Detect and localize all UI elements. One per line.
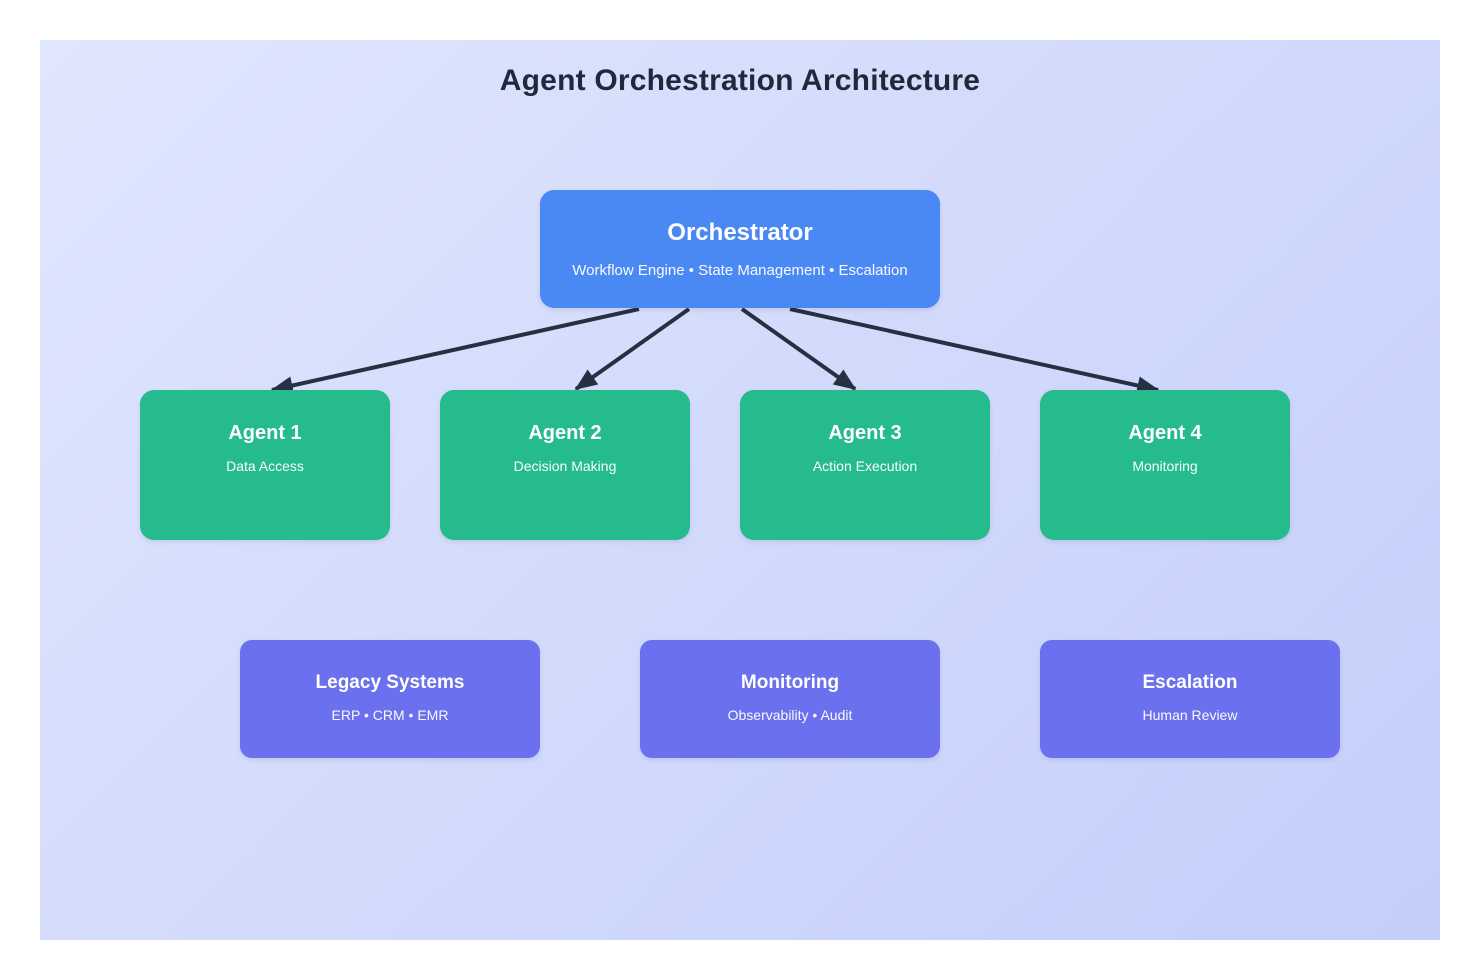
legacy-systems-subtitle: ERP • CRM • EMR bbox=[331, 707, 449, 723]
agent-2-box: Agent 2 Decision Making bbox=[440, 390, 690, 540]
escalation-title: Escalation bbox=[1142, 672, 1238, 693]
agent-4-subtitle: Monitoring bbox=[1132, 458, 1198, 474]
orchestrator-box: Orchestrator Workflow Engine • State Man… bbox=[540, 190, 940, 308]
arrow-orchestrator-to-agent-3 bbox=[740, 307, 857, 391]
arrow-orchestrator-to-agent-2 bbox=[574, 307, 691, 391]
agent-1-title: Agent 1 bbox=[228, 422, 302, 444]
agent-4-box: Agent 4 Monitoring bbox=[1040, 390, 1290, 540]
agent-4-title: Agent 4 bbox=[1128, 422, 1202, 444]
agent-3-box: Agent 3 Action Execution bbox=[740, 390, 990, 540]
agent-2-title: Agent 2 bbox=[528, 422, 602, 444]
system-box-escalation: Escalation Human Review bbox=[1040, 640, 1340, 758]
agent-2-subtitle: Decision Making bbox=[513, 458, 617, 474]
arrow-orchestrator-to-agent-4 bbox=[789, 307, 1160, 395]
diagram-canvas: Agent Orchestration Architecture Orchest… bbox=[40, 40, 1440, 940]
orchestrator-title: Orchestrator bbox=[667, 219, 813, 246]
diagram-title: Agent Orchestration Architecture bbox=[499, 64, 981, 97]
monitoring-subtitle: Observability • Audit bbox=[727, 707, 853, 723]
arrow-orchestrator-to-agent-1 bbox=[270, 307, 640, 395]
agent-3-subtitle: Action Execution bbox=[812, 458, 918, 474]
orchestrator-subtitle: Workflow Engine • State Management • Esc… bbox=[572, 262, 908, 279]
agent-3-title: Agent 3 bbox=[828, 422, 902, 444]
monitoring-title: Monitoring bbox=[740, 672, 840, 693]
legacy-systems-title: Legacy Systems bbox=[315, 672, 465, 693]
agent-1-subtitle: Data Access bbox=[226, 458, 304, 474]
agent-1-box: Agent 1 Data Access bbox=[140, 390, 390, 540]
system-box-monitoring: Monitoring Observability • Audit bbox=[640, 640, 940, 758]
escalation-subtitle: Human Review bbox=[1142, 707, 1238, 723]
system-box-legacy-systems: Legacy Systems ERP • CRM • EMR bbox=[240, 640, 540, 758]
